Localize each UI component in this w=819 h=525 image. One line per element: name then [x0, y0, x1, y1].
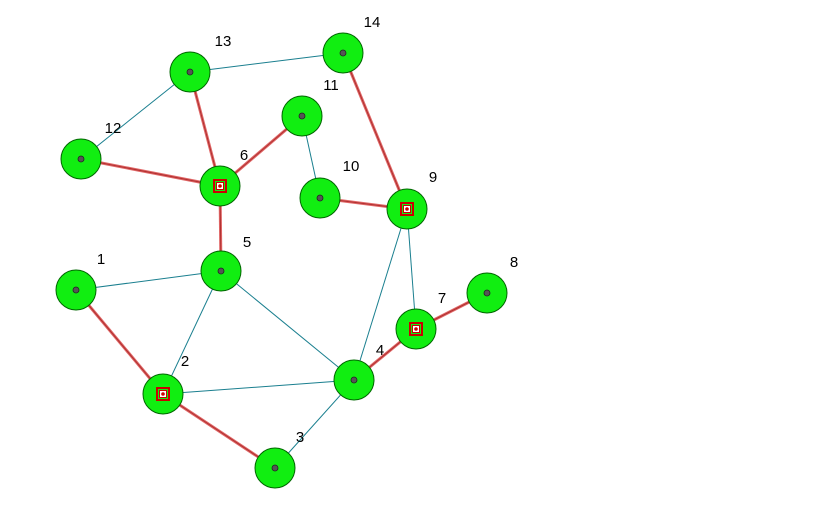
selected-marker-icon — [156, 387, 170, 401]
edge-2-3 — [162, 392, 276, 470]
node-center-dot — [483, 289, 491, 297]
node-4[interactable] — [333, 359, 375, 401]
node-label-1: 1 — [97, 251, 105, 268]
edge-1-5 — [75, 270, 222, 291]
node-11[interactable] — [281, 95, 323, 137]
node-14[interactable] — [322, 32, 364, 74]
node-label-7: 7 — [438, 290, 446, 307]
node-2[interactable] — [142, 373, 184, 415]
edge-6-12 — [80, 157, 221, 188]
node-label-8: 8 — [510, 254, 518, 271]
node-3[interactable] — [254, 447, 296, 489]
edge-4-9 — [353, 208, 408, 381]
node-label-6: 6 — [240, 147, 248, 164]
edge-14-9 — [341, 52, 409, 210]
node-label-11: 11 — [323, 77, 339, 94]
node-center-dot — [339, 49, 347, 57]
node-1[interactable] — [55, 269, 97, 311]
edge-12-13 — [80, 71, 191, 160]
selected-marker-icon — [213, 179, 227, 193]
node-label-5: 5 — [243, 234, 251, 251]
node-center-dot — [77, 155, 85, 163]
node-10[interactable] — [299, 177, 341, 219]
edge-2-4 — [162, 379, 355, 395]
node-5[interactable] — [200, 250, 242, 292]
node-8[interactable] — [466, 272, 508, 314]
selected-marker-icon — [400, 202, 414, 216]
edge-5-4 — [220, 270, 355, 381]
node-center-dot — [350, 376, 358, 384]
node-label-12: 12 — [105, 120, 122, 137]
node-center-dot — [217, 267, 225, 275]
node-center-dot — [271, 464, 279, 472]
node-center-dot — [72, 286, 80, 294]
node-6[interactable] — [199, 165, 241, 207]
node-label-4: 4 — [376, 342, 384, 359]
node-label-2: 2 — [181, 353, 189, 370]
edge-2-5 — [162, 270, 222, 395]
node-12[interactable] — [60, 138, 102, 180]
edge-1-2 — [74, 289, 165, 395]
node-center-dot — [186, 68, 194, 76]
node-13[interactable] — [169, 51, 211, 93]
node-label-3: 3 — [296, 429, 304, 446]
nodes-layer — [55, 32, 508, 489]
node-9[interactable] — [386, 188, 428, 230]
node-7[interactable] — [395, 308, 437, 350]
edge-13-14 — [189, 52, 344, 73]
edges-layer — [74, 52, 488, 470]
node-center-dot — [298, 112, 306, 120]
node-label-14: 14 — [364, 14, 381, 31]
node-label-9: 9 — [429, 169, 437, 186]
node-center-dot — [316, 194, 324, 202]
selected-marker-icon — [409, 322, 423, 336]
node-label-10: 10 — [343, 158, 360, 175]
node-label-13: 13 — [215, 33, 232, 50]
